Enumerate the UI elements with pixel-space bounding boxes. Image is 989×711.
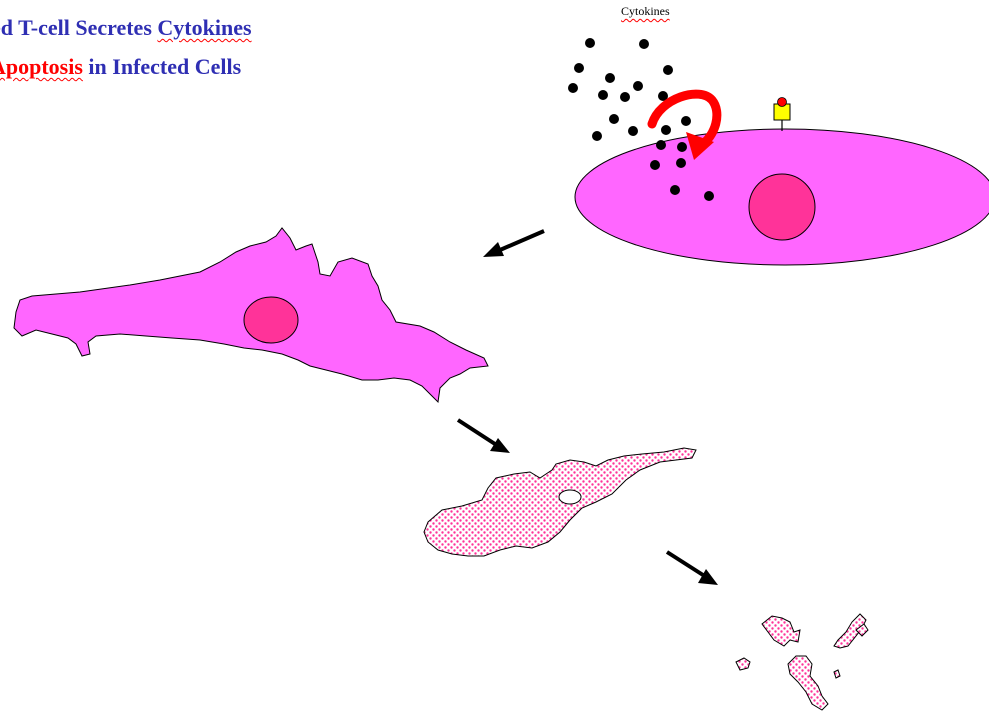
black-dot-icon	[609, 114, 619, 124]
cell-nucleus	[749, 174, 815, 240]
black-dot-icon	[670, 185, 680, 195]
black-dot-icon	[681, 116, 691, 126]
black-dot-icon	[661, 125, 671, 135]
title-line-2-part1: Apoptosis	[0, 54, 83, 79]
black-dot-icon	[620, 92, 630, 102]
cell-body	[424, 448, 696, 556]
arrow-down-right-icon	[458, 420, 510, 453]
title-line-2-part2: in Infected Cells	[83, 54, 241, 79]
black-dot-icon	[633, 81, 643, 91]
black-dot-icon	[574, 63, 584, 73]
title-line-1: ed T-cell Secretes Cytokines	[0, 14, 252, 42]
black-dot-icon	[677, 142, 687, 152]
cytokines-label: Cytokines	[621, 4, 670, 19]
apoptotic-fragments	[736, 614, 868, 710]
black-dot-icon	[704, 191, 714, 201]
black-dot-icon	[628, 126, 638, 136]
infected-cell	[575, 98, 989, 266]
arrow-down-right-icon	[667, 552, 718, 585]
black-dot-icon	[568, 83, 578, 93]
black-dot-icon	[663, 65, 673, 75]
arrow-down-left-icon	[483, 231, 544, 257]
title-line-1-part1: ed T-cell Secretes	[0, 15, 157, 40]
black-dot-icon	[585, 38, 595, 48]
black-dot-icon	[650, 160, 660, 170]
title-line-1-part2: Cytokines	[157, 15, 251, 40]
fragment	[762, 616, 800, 646]
receptor-icon	[774, 98, 790, 132]
title-line-2: Apoptosis in Infected Cells	[0, 53, 241, 81]
black-dot-icon	[676, 158, 686, 168]
black-dot-icon	[605, 73, 615, 83]
fragment	[736, 658, 750, 670]
fragment	[834, 670, 840, 678]
black-dot-icon	[639, 39, 649, 49]
cell-nucleus	[244, 297, 298, 343]
shrinking-cell	[14, 228, 488, 402]
black-dot-icon	[592, 131, 602, 141]
cell-nucleus	[559, 490, 581, 504]
apoptotic-cell	[424, 448, 696, 556]
black-dot-icon	[656, 140, 666, 150]
black-dot-icon	[598, 90, 608, 100]
fragment	[788, 656, 828, 710]
